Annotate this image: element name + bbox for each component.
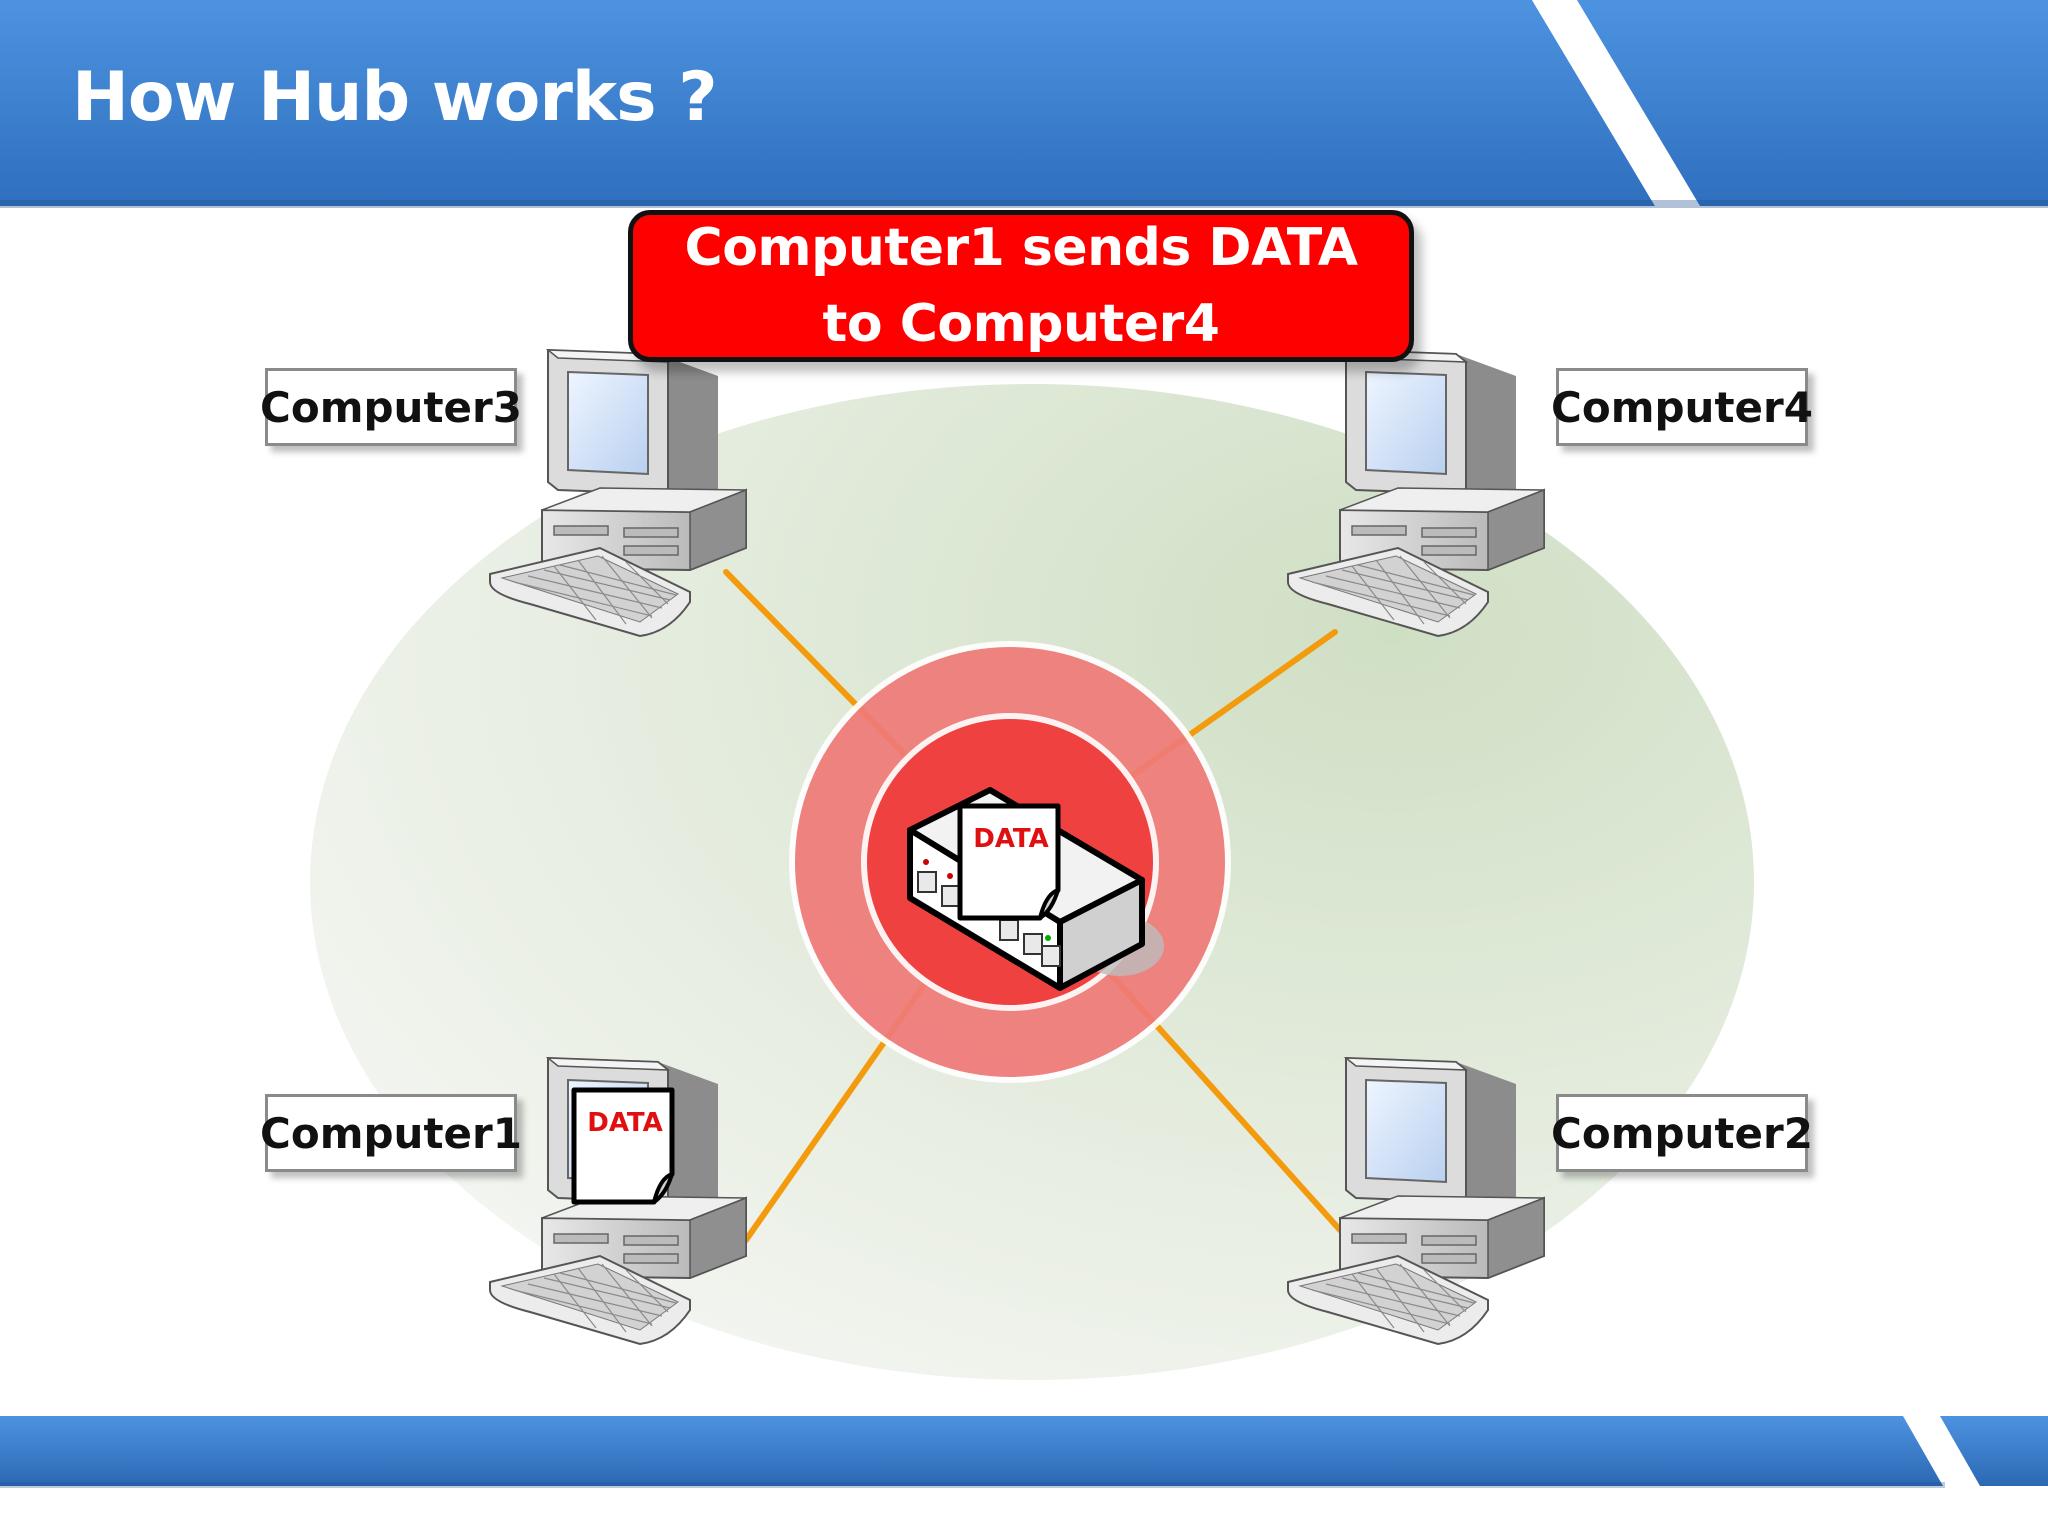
hub-data-packet [960,806,1058,918]
computer2-label: Computer2 [1551,1094,1813,1172]
computer1-label: Computer1 [260,1094,522,1172]
document-icon [574,1090,672,1202]
computer4-label: Computer4 [1551,368,1813,446]
document-icon [960,806,1058,918]
scenario-banner-text: Computer1 sends DATA to Computer4 [684,218,1358,354]
computer1-data-packet [574,1090,672,1202]
scenario-banner: Computer1 sends DATA to Computer4 [628,210,1414,362]
computer1-packet-label: DATA [587,1108,663,1138]
header-band [0,0,2048,208]
page-title: How Hub works ? [72,58,718,137]
hub-packet-label: DATA [973,824,1049,854]
footer-band [0,1416,2048,1488]
computer3-label: Computer3 [260,368,522,446]
